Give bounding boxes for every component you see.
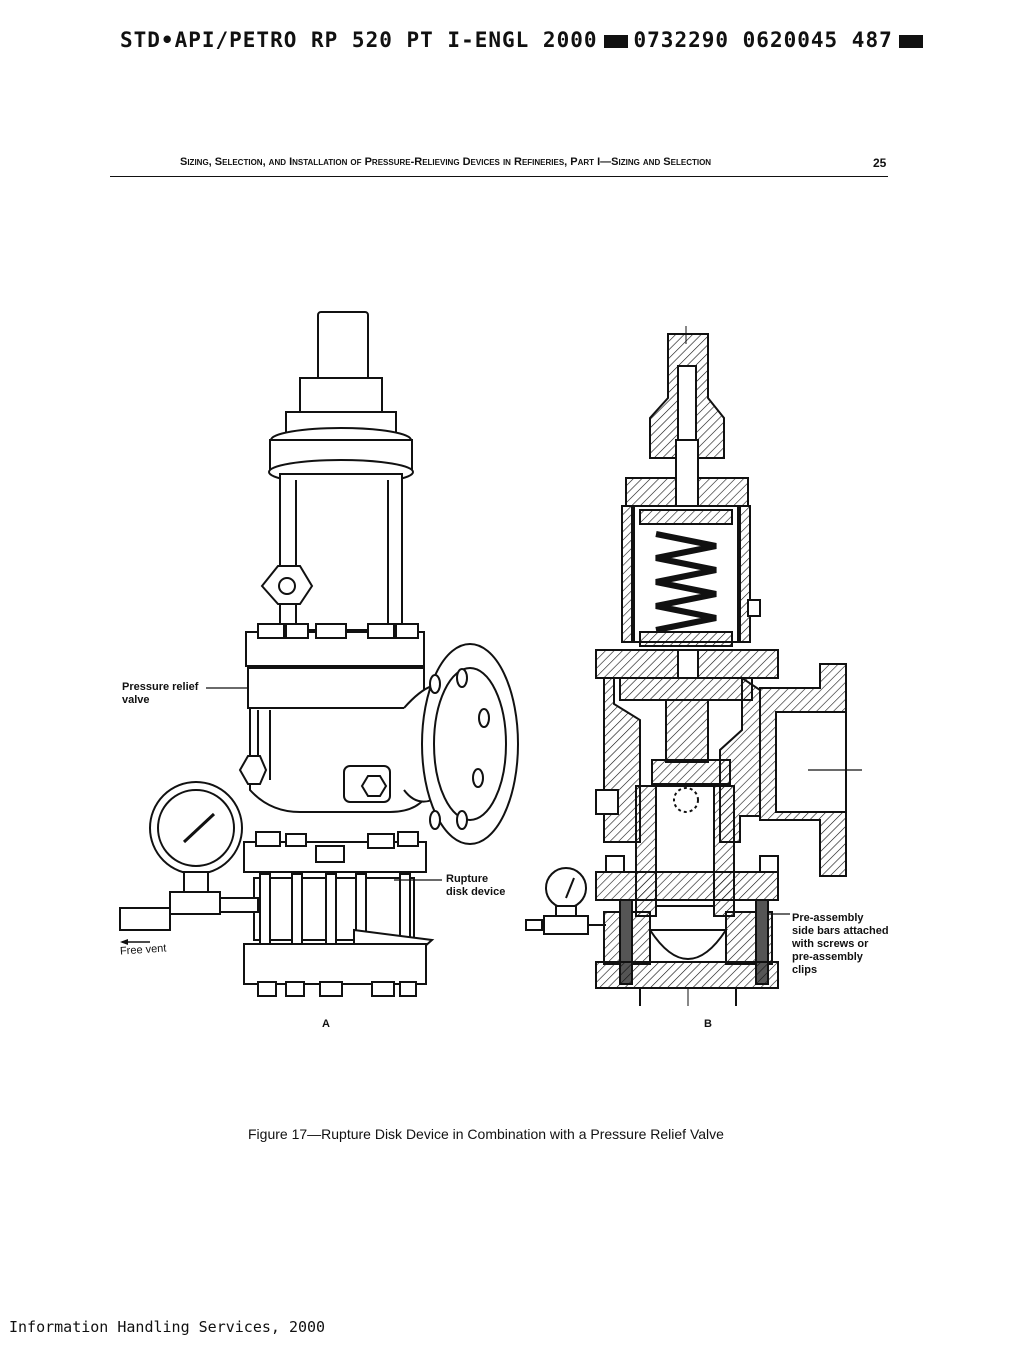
- running-header: Sizing, Selection, and Installation of P…: [180, 156, 712, 168]
- stamp-middle-text: 0732290 0620045 487: [633, 28, 893, 52]
- panel-label-a: A: [322, 1018, 330, 1030]
- leader-lines: [206, 687, 790, 915]
- label-rupture-disk-device: Rupture disk device: [446, 873, 506, 898]
- outlet-flange-bolts: [429, 668, 490, 830]
- stamp-block-mark-end: [898, 34, 923, 48]
- stamp-left-text: STD•API/PETRO RP 520 PT I-ENGL 2000: [120, 28, 598, 52]
- valve-exterior-drawing: [119, 311, 519, 997]
- footer-text: Information Handling Services, 2000: [9, 1318, 326, 1336]
- page-number: 25: [873, 156, 887, 170]
- figure-caption: Figure 17—Rupture Disk Device in Combina…: [248, 1126, 724, 1142]
- panel-label-b: B: [704, 1018, 712, 1030]
- label-pressure-relief-valve: Pressure relief valve: [122, 681, 199, 706]
- stamp-block-mark: [603, 34, 628, 48]
- document-stamp: STD•API/PETRO RP 520 PT I-ENGL 2000 07322…: [120, 28, 929, 52]
- upper-flange-bolts: [257, 623, 419, 639]
- spring-coils: [655, 531, 717, 633]
- bottom-flange-nuts: [257, 981, 417, 997]
- label-pre-assembly: Pre-assembly side bars attached with scr…: [792, 912, 889, 976]
- header-rule: [110, 176, 888, 177]
- valve-section-drawing: [525, 326, 862, 1006]
- lower-flange-top-bolts: [255, 831, 419, 863]
